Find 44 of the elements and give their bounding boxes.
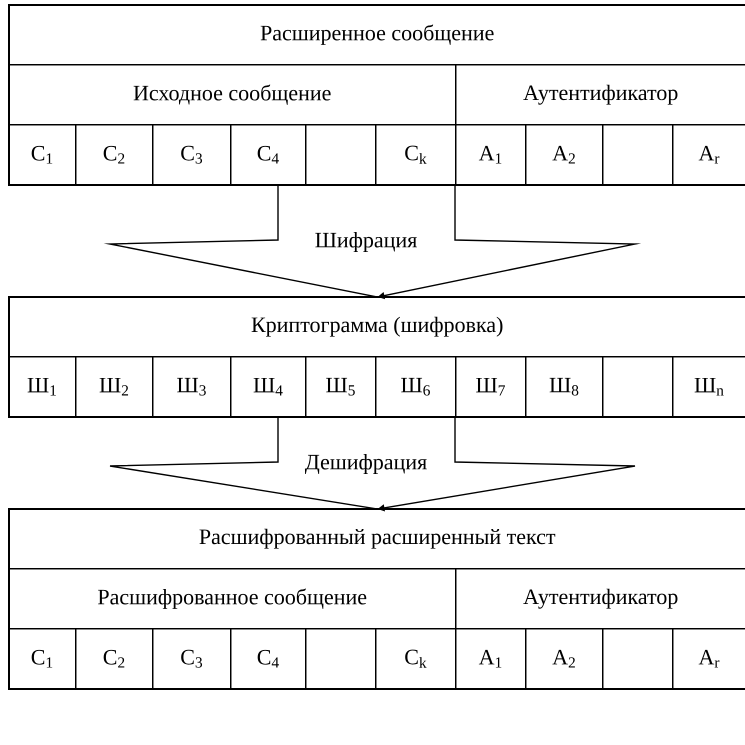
- empty-cell: [305, 628, 376, 690]
- edge-label: Дешифрация: [304, 453, 428, 475]
- table-cell: Ш$_{2}$: [75, 356, 154, 418]
- table-frame: [8, 4, 745, 186]
- table-cell: Ш$_{4}$: [230, 356, 306, 418]
- edge-label: Шифрация: [314, 231, 418, 253]
- table-cell: С$_{4}$: [230, 124, 306, 186]
- table-cell: А$_{r}$: [672, 124, 745, 186]
- table-cell: Ш$_{n}$: [672, 356, 745, 418]
- table-cell: Ш$_{3}$: [152, 356, 232, 418]
- table-cell: А$_{1}$: [455, 124, 526, 186]
- table-cell: Ш$_{8}$: [525, 356, 604, 418]
- table-cell: С$_{1}$: [8, 628, 76, 690]
- empty-cell: [602, 356, 674, 418]
- header-cell: Исходное сообщение: [8, 64, 456, 126]
- header-cell: Расшифрованное сообщение: [8, 568, 456, 630]
- table-cell: С$_{k}$: [375, 628, 456, 690]
- table-cell: Ш$_{1}$: [8, 356, 76, 418]
- empty-cell: [602, 628, 674, 690]
- table-cell: С$_{4}$: [230, 628, 306, 690]
- table-cell: С$_{1}$: [8, 124, 76, 186]
- table-cell: А$_{1}$: [455, 628, 526, 690]
- header-cell: Расширенное сообщение: [8, 4, 745, 66]
- header-cell: Расшифрованный расширенный текст: [8, 508, 745, 570]
- table-cell: С$_{2}$: [75, 628, 154, 690]
- table-cell: С$_{2}$: [75, 124, 154, 186]
- table-cell: А$_{2}$: [525, 124, 604, 186]
- header-cell: Аутентификатор: [455, 64, 745, 126]
- table-cell: Ш$_{5}$: [305, 356, 376, 418]
- table-frame: [8, 508, 745, 690]
- table-frame: [8, 296, 745, 418]
- table-cell: С$_{3}$: [152, 124, 232, 186]
- arrow: [104, 185, 642, 300]
- header-cell: Криптограмма (шифровка): [8, 296, 745, 358]
- table-cell: А$_{r}$: [672, 628, 745, 690]
- arrow: [109, 417, 636, 512]
- table-cell: С$_{k}$: [375, 124, 456, 186]
- table-cell: Ш$_{6}$: [375, 356, 456, 418]
- empty-cell: [305, 124, 376, 186]
- empty-cell: [602, 124, 674, 186]
- table-cell: А$_{2}$: [525, 628, 604, 690]
- table-cell: Ш$_{7}$: [455, 356, 526, 418]
- header-cell: Аутентификатор: [455, 568, 745, 630]
- table-cell: С$_{3}$: [152, 628, 232, 690]
